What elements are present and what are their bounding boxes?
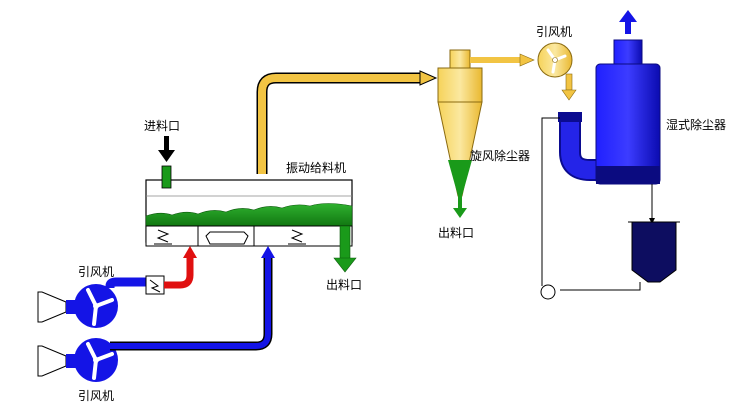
settling-tank — [631, 221, 677, 283]
exhaust-fan-top — [537, 42, 577, 101]
feed-inlet — [161, 165, 172, 189]
cyclone-separator — [437, 49, 535, 218]
label-outlet-cyclone: 出料口 — [438, 226, 474, 240]
label-outlet-main: 出料口 — [326, 278, 362, 292]
circulation-pump — [540, 284, 556, 300]
feed-arrow — [158, 136, 175, 162]
fan-lower-left — [37, 338, 118, 382]
label-fan-top: 引风机 — [536, 25, 572, 39]
label-fan-left-lower: 引风机 — [78, 389, 114, 403]
vibrating-feeder — [145, 136, 357, 273]
spring-left — [154, 229, 172, 245]
label-feed-inlet: 进料口 — [144, 119, 180, 133]
label-vibrating-feeder: 振动给料机 — [286, 161, 346, 175]
label-cyclone: 旋风除尘器 — [470, 148, 530, 163]
cooling-air-duct — [110, 246, 275, 351]
label-wet-scrubber: 湿式除尘器 — [666, 117, 726, 132]
exhaust-duct-to-cyclone — [256, 70, 438, 174]
vibration-motor — [205, 231, 249, 245]
label-fan-left-upper: 引风机 — [78, 265, 114, 279]
fan-upper-left — [37, 277, 146, 328]
material-bed — [145, 203, 353, 227]
wet-scrubber — [540, 10, 680, 300]
main-discharge — [333, 225, 357, 273]
air-heater — [145, 275, 165, 295]
spring-right — [288, 229, 306, 245]
hot-air-duct — [164, 246, 197, 289]
